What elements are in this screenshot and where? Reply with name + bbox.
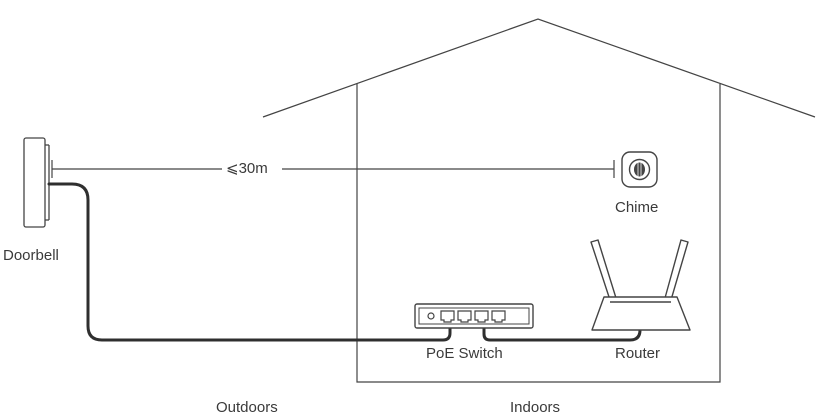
- roof-line: [262, 18, 816, 118]
- chime-label: Chime: [615, 199, 659, 216]
- distance-label: ⩽30m: [226, 160, 268, 177]
- house-walls: [356, 84, 721, 383]
- doorbell-label: Doorbell: [3, 247, 59, 264]
- router-label: Router: [615, 345, 661, 362]
- distance-line: [51, 160, 615, 178]
- chime-icon: [621, 151, 658, 188]
- outdoors-label: Outdoors: [216, 399, 278, 416]
- poe-switch-icon: [414, 303, 534, 329]
- switch-to-router-cable: [482, 320, 642, 342]
- doorbell-icon: [23, 137, 50, 228]
- doorbell-to-switch-cable: [47, 182, 452, 342]
- indoors-label: Indoors: [510, 399, 561, 416]
- house-outline: [262, 18, 816, 383]
- router-icon: [590, 239, 691, 331]
- poe-switch-label: PoE Switch: [426, 345, 503, 362]
